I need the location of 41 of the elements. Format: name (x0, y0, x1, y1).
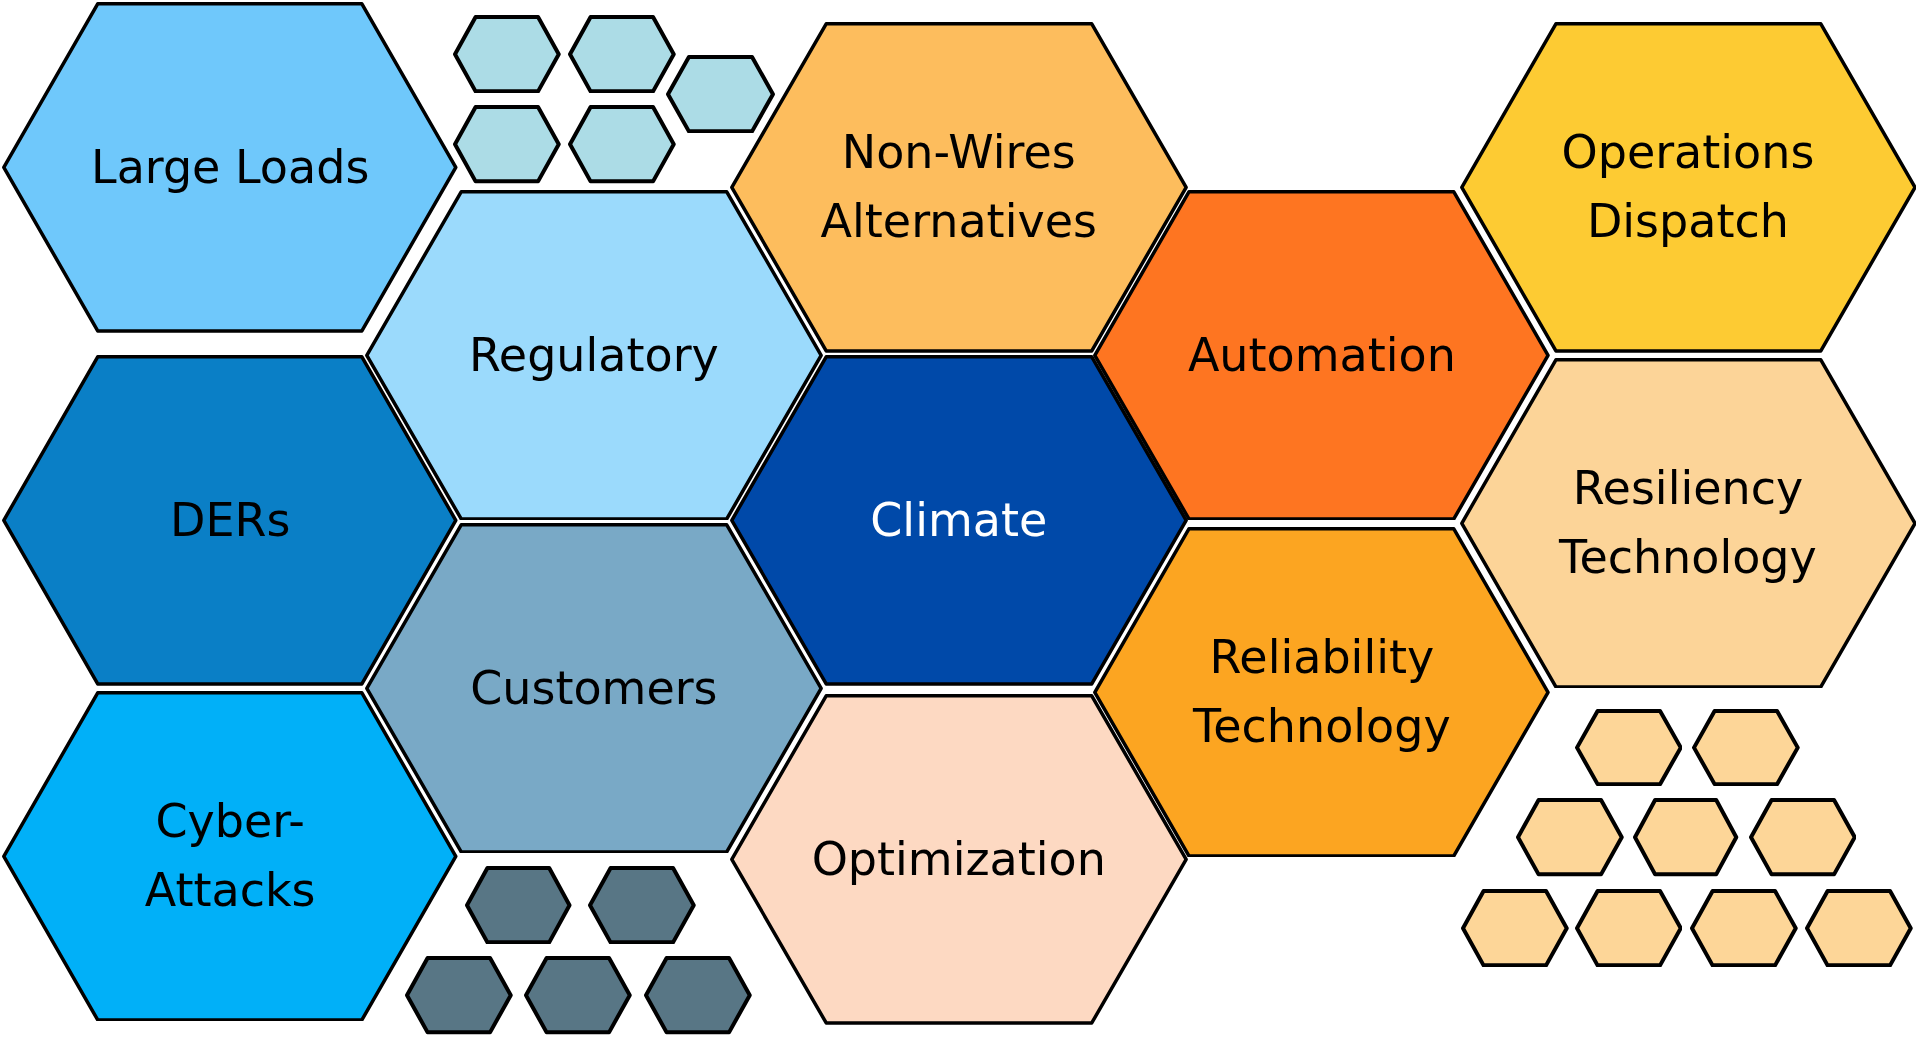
small-hexagon-tile (1748, 798, 1857, 877)
topic-label: Customers (470, 659, 718, 717)
small-hexagon-tile (405, 956, 514, 1035)
small-hexagon-tile (644, 956, 752, 1035)
small-hexagon-tile (1460, 888, 1569, 968)
hexagon-tile (1459, 22, 1917, 353)
topic-label: Automation (1187, 326, 1456, 384)
hexagon-tile (1093, 189, 1551, 521)
small-hexagon-tile (453, 14, 561, 94)
topic-label: Operations Dispatch (1560, 124, 1816, 251)
hexagon-tile (364, 189, 823, 521)
hexagon-tile (2, 690, 458, 1022)
topic-label: Regulatory (468, 326, 719, 384)
small-hexagon-tile (1804, 888, 1913, 968)
topic-label: Reliability Technology (1192, 628, 1452, 755)
small-hexagon-tile (1633, 798, 1739, 877)
topic-label: Optimization (811, 831, 1106, 889)
small-hexagon-tile (465, 865, 572, 945)
hexagon-tile (729, 694, 1188, 1025)
hexagon-tile (2, 2, 458, 334)
hexagon-tile (2, 355, 458, 686)
small-hexagon-tile (1692, 708, 1800, 787)
topic-label: Resiliency Technology (1558, 459, 1818, 586)
small-hexagon-tile (666, 55, 776, 134)
small-hexagon-tile (524, 956, 632, 1035)
topic-label: Large Loads (91, 139, 370, 197)
small-hexagon-tile (453, 105, 561, 184)
small-hexagon-tile (568, 14, 676, 94)
topic-label: Climate (870, 491, 1048, 549)
hexagon-tile (729, 22, 1188, 353)
small-hexagon-tile (1515, 798, 1624, 877)
topic-label: Non-Wires Alternatives (819, 124, 1098, 251)
small-hexagon-tile (568, 105, 676, 184)
topic-label: Cyber-Attacks (143, 792, 317, 919)
small-hexagon-tile (1574, 888, 1683, 968)
hexagon-tile (729, 355, 1188, 686)
hexagon-tile (1459, 357, 1917, 689)
topic-label: DERs (169, 491, 291, 549)
small-hexagon-tile (1689, 888, 1798, 968)
small-hexagon-tile (587, 865, 696, 945)
small-hexagon-tile (1574, 708, 1683, 787)
